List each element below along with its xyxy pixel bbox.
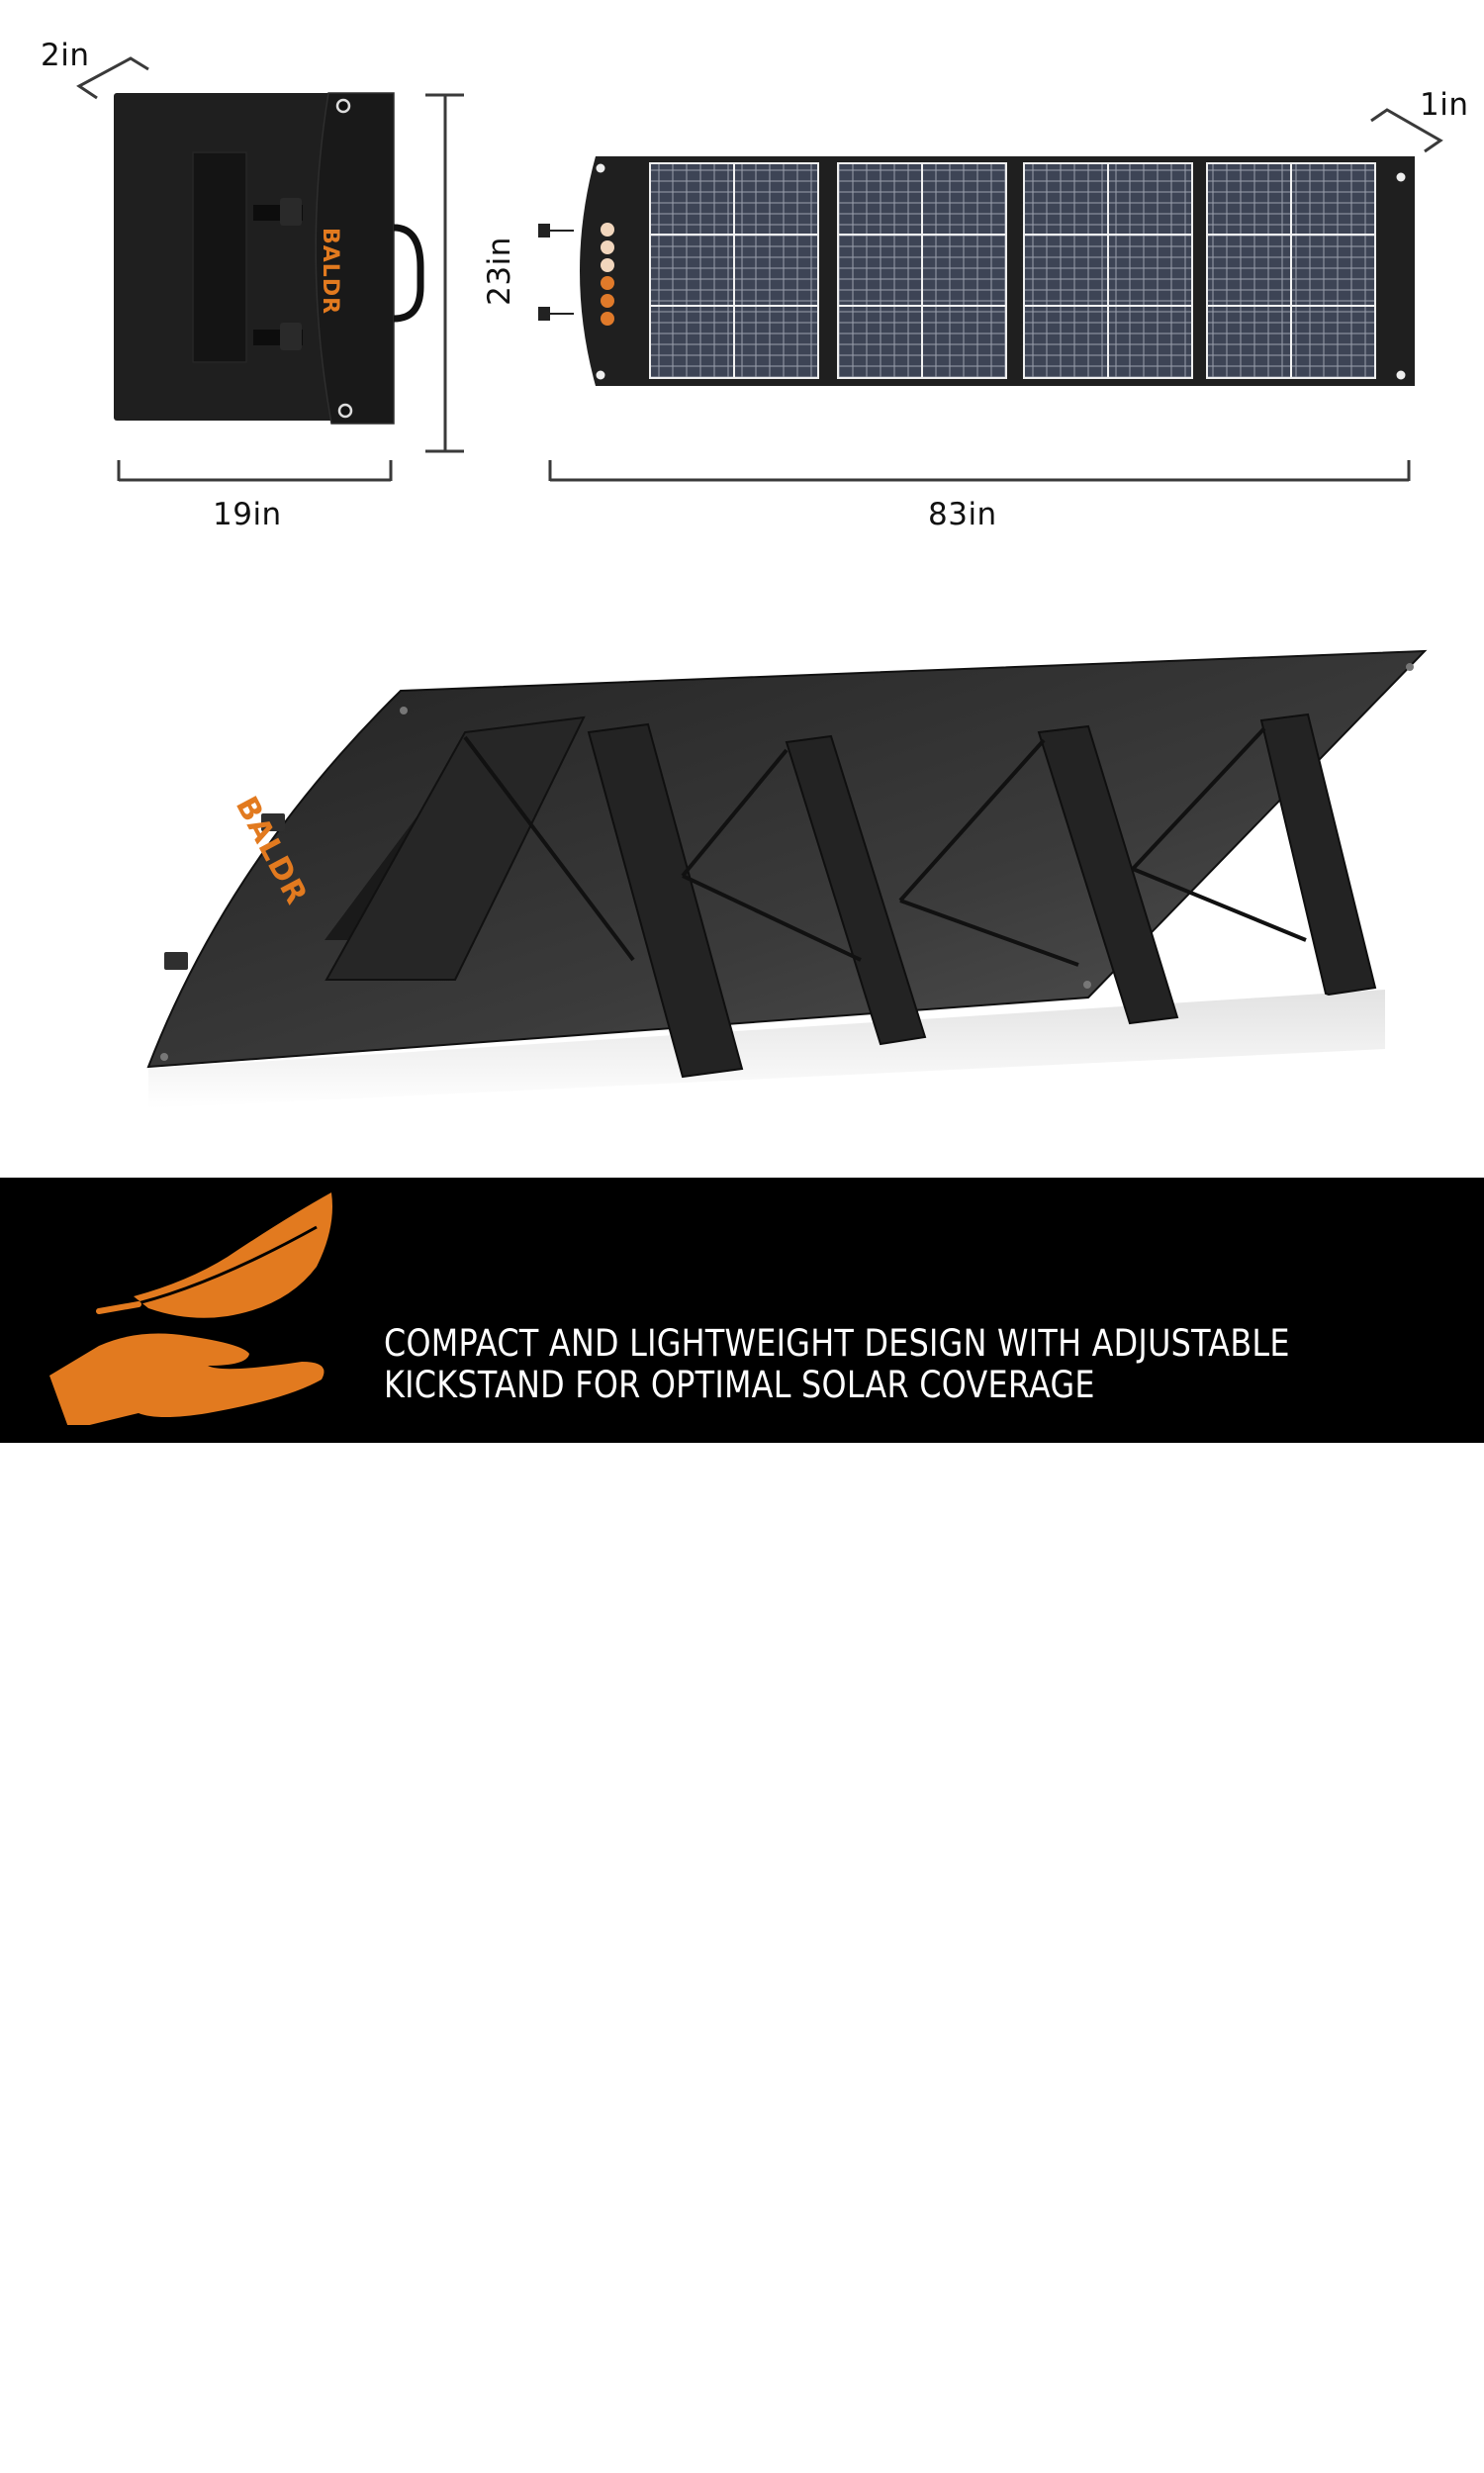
banner-subline-1: COMPACT AND LIGHTWEIGHT DESIGN WITH ADJU…: [384, 1322, 1290, 1365]
kickstand-setup-view: BALDR: [146, 649, 1428, 1108]
banner-subline-2: KICKSTAND FOR OPTIMAL SOLAR COVERAGE: [384, 1364, 1095, 1406]
length-dimension-line: [548, 460, 1411, 482]
kickstand: [1131, 713, 1377, 997]
kickstand: [463, 722, 744, 1079]
kickstand: [681, 734, 927, 1046]
unfolded-panel-view: 1in: [514, 0, 1484, 554]
info-icons: [601, 223, 614, 326]
feather-on-hand-icon: [49, 1192, 332, 1425]
unfolded-width-label: 83in: [928, 497, 997, 532]
kickstand: [898, 724, 1179, 1025]
folded-height-label: 23in: [481, 237, 517, 306]
folded-depth-label: 2in: [41, 38, 90, 73]
depth-indicator-icon: [76, 56, 149, 100]
folded-panel-view: 2in BALDR 23in 19in: [0, 0, 517, 554]
folded-case: BALDR: [114, 92, 424, 425]
banner-headline: SIMPLE STORAGE AND SETUP: [384, 2397, 1390, 2473]
height-dimension-line: [425, 93, 464, 453]
width-dimension-line: [117, 460, 393, 482]
unfolded-depth-label: 1in: [1420, 87, 1469, 123]
brand-logo: BALDR: [318, 228, 342, 315]
folded-width-label: 19in: [213, 497, 282, 532]
unfolded-panel: [538, 156, 1415, 386]
depth-indicator-icon: [1370, 108, 1443, 153]
feature-banner: SIMPLE STORAGE AND SETUP COMPACT AND LIG…: [0, 1178, 1484, 2473]
